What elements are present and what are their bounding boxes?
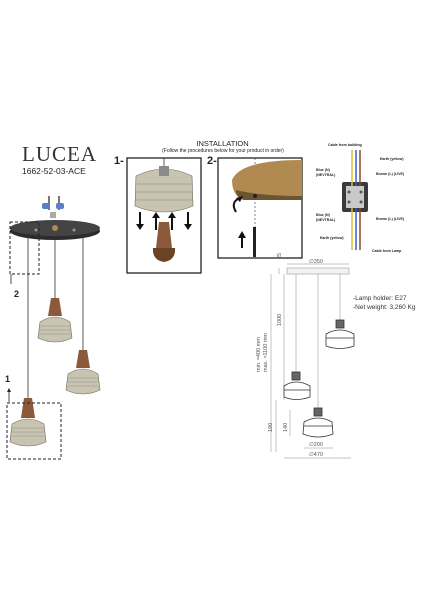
wire-label-cable-lamp: Cable from Lamp <box>372 249 402 253</box>
pendant-middle <box>37 298 73 343</box>
spec-net-weight: -Net weight: 3,260 Kg <box>353 304 416 311</box>
bulb-icons <box>42 196 64 218</box>
dim-max-length: max. ≈1100 mm <box>263 333 269 372</box>
dim-overall-diameter: ∅470 <box>309 452 323 458</box>
callout-box-2 <box>9 221 40 275</box>
wire-label-earth-top: Earth (yellow) <box>380 157 404 161</box>
callout-box-1 <box>6 402 62 460</box>
pendant-left <box>9 398 47 447</box>
dim-shade-diameter: ∅200 <box>309 442 323 448</box>
dim-canopy-diameter: ∅350 <box>309 259 323 265</box>
dim-height-190: 190 <box>268 422 274 432</box>
pendant-right <box>65 350 101 395</box>
step-2-label: 2- <box>207 155 217 167</box>
wire-label-neutral-top: (NEVTRAL) <box>316 173 336 177</box>
installation-title: INSTALLATION <box>196 139 249 148</box>
marker-1: 1 <box>5 374 11 384</box>
brand-name: LUCEA <box>22 142 97 166</box>
step-1-label: 1- <box>114 155 124 167</box>
marker-2: 2 <box>14 289 20 299</box>
wire-label-brown-top: Brown (L) (LIVE) <box>376 172 405 176</box>
dim-min-length: min. ≈400 mm <box>256 337 262 372</box>
wire-label-brown-bottom: Brown (L) (LIVE) <box>376 217 405 221</box>
wire-label-blue-top: Blue (N) <box>316 168 330 172</box>
wire-label-earth-bottom: Earth (yellow) <box>320 236 344 240</box>
spec-lamp-holder: -Lamp holder: E27 <box>353 295 407 302</box>
canopy-disk <box>10 220 100 240</box>
wire-label-neutral-bottom: (NEVTRAL) <box>316 218 336 222</box>
model-number: 1662-52-03-ACE <box>22 166 86 176</box>
wire-label-blue-bottom: Blue (N) <box>316 213 330 217</box>
installation-subtitle: (Follow the procedures below for your pr… <box>162 148 284 154</box>
dim-length-1000: 1000 <box>277 313 283 326</box>
dim-height-140: 140 <box>283 422 289 432</box>
dim-canopy-height: 25 <box>277 252 283 259</box>
wire-label-cable-building: Cable from building <box>328 143 362 147</box>
